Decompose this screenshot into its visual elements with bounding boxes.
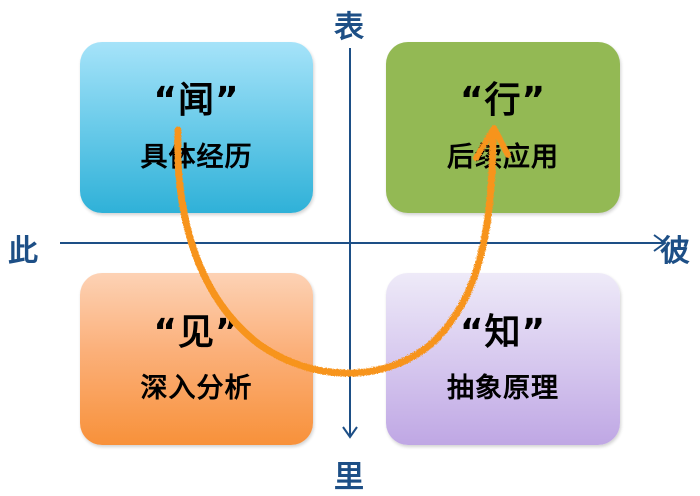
quadrant-jian-subtitle: 深入分析: [140, 373, 253, 405]
quadrant-jian-title: “见”: [153, 311, 240, 353]
axis-label-top: 表: [334, 10, 364, 45]
axis-label-right: 彼: [660, 234, 690, 269]
quadrant-xing-title: “行”: [459, 80, 547, 122]
quadrant-xing-box: “行” 后续应用: [386, 42, 620, 213]
quadrant-wen-title: “闻”: [153, 80, 240, 122]
axis-label-bottom: 里: [334, 460, 364, 495]
quadrant-zhi-title: “知”: [459, 311, 547, 353]
flow-arrow: [174, 125, 511, 377]
quadrant-zhi-box: “知” 抽象原理: [386, 273, 620, 445]
axis-label-left: 此: [8, 234, 38, 269]
quadrant-zhi-subtitle: 抽象原理: [447, 373, 559, 405]
quadrant-wen-box: “闻” 具体经历: [80, 42, 313, 213]
quadrant-wen-subtitle: 具体经历: [140, 141, 253, 173]
horizontal-axis: [60, 234, 667, 252]
quadrant-jian-box: “见” 深入分析: [80, 273, 313, 445]
